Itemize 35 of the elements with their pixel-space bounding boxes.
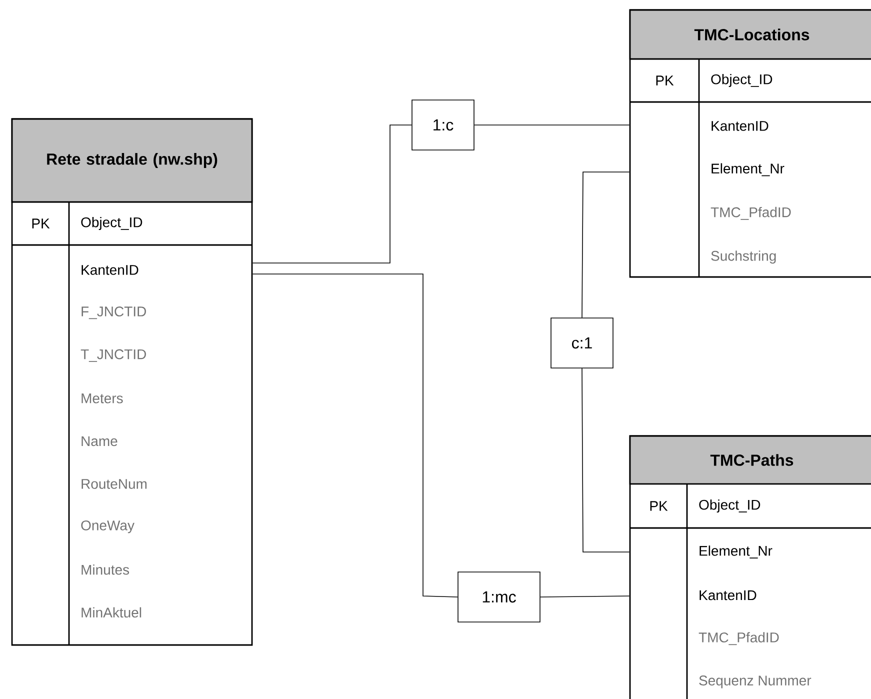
- key-label: PK: [650, 501, 668, 511]
- connector: [582, 172, 630, 318]
- field-name: Meters: [82, 394, 123, 404]
- field-name: Element_Nr: [712, 163, 784, 176]
- connector: [474, 124, 630, 126]
- field-name: Object_ID: [711, 74, 772, 88]
- table-header: TMC-Paths: [629, 435, 871, 485]
- field-name: Object_ID: [81, 216, 142, 230]
- table-header: TMC-Locations: [629, 9, 871, 60]
- field-name: TMC_PfadID: [698, 632, 779, 646]
- field-name: Sequenz Nummer: [699, 676, 812, 688]
- field-name: MinAktuel: [82, 607, 142, 618]
- field-name: F_JNCTID: [82, 306, 146, 320]
- key-label: PK: [32, 218, 50, 228]
- field-name: Suchstring: [711, 250, 776, 264]
- connector: [252, 274, 458, 598]
- connector: [252, 124, 412, 264]
- connector: [540, 596, 630, 598]
- table-header: Rete stradale (nw.shp): [11, 118, 253, 203]
- field-name: Object_ID: [699, 499, 760, 513]
- cardinality-box: 1:c: [412, 100, 474, 150]
- key-label: PK: [656, 76, 674, 86]
- cardinality-box: 1:mc: [458, 572, 540, 622]
- field-name: KantenID: [712, 121, 768, 131]
- field-name: RouteNum: [82, 479, 147, 489]
- field-name: KantenID: [82, 265, 138, 275]
- cardinality-box: c:1: [550, 318, 614, 368]
- field-name: OneWay: [81, 520, 134, 534]
- field-name: Minutes: [82, 564, 130, 575]
- field-name: KantenID: [700, 590, 756, 600]
- connector: [582, 368, 630, 552]
- field-name: Name: [82, 436, 118, 446]
- field-name: TMC_PfadID: [710, 206, 791, 220]
- field-name: Element_Nr: [700, 546, 772, 558]
- field-name: T_JNCTID: [80, 349, 146, 362]
